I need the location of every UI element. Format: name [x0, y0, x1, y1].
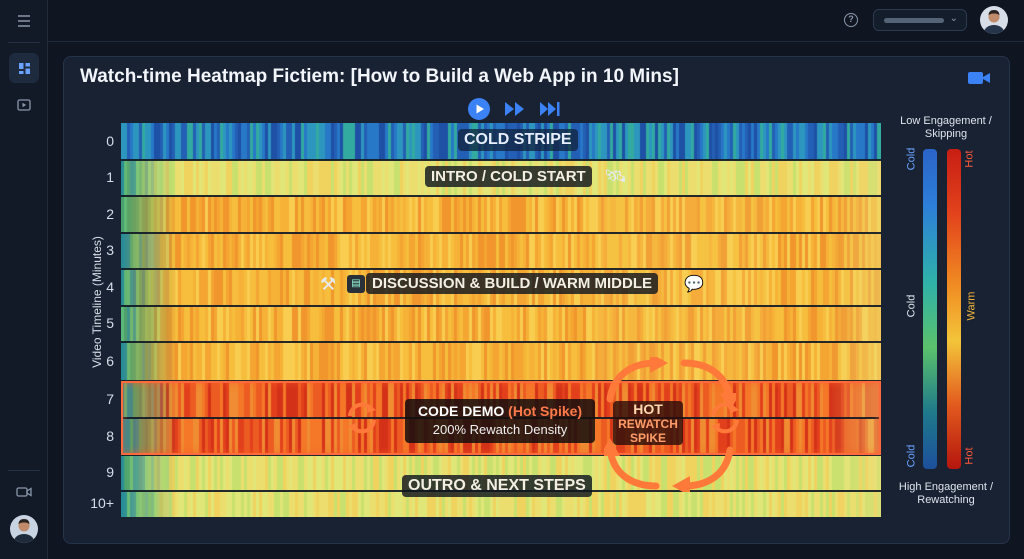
legend-cold-mid: Cold	[905, 294, 918, 318]
row-divider	[121, 305, 881, 307]
tools-icon: ⚒	[320, 274, 337, 294]
y-tick-label: 9	[106, 464, 114, 480]
row-divider	[121, 195, 881, 197]
row-divider	[121, 341, 881, 343]
legend-hot-bar	[947, 149, 961, 469]
y-tick-label: 0	[106, 132, 114, 149]
legend-hot-bottom: Hot	[963, 447, 976, 465]
avatar[interactable]	[10, 515, 38, 543]
legend-hot-top: Hot	[963, 150, 976, 168]
y-tick-label: 10+	[90, 495, 114, 511]
row-divider	[121, 454, 881, 456]
y-tick-label: 4	[106, 278, 114, 295]
help-circle-icon[interactable]: ?	[844, 13, 858, 27]
hot-spike-label: (Hot Spike)	[508, 403, 583, 419]
legend-cold-bar	[923, 149, 937, 469]
legend-cold-bottom: Cold	[905, 444, 918, 468]
satellite-icon: 🛰	[604, 166, 627, 186]
spike-label: SPIKE	[629, 431, 666, 445]
refresh-icon	[711, 402, 739, 434]
play-square-icon[interactable]	[9, 90, 39, 120]
outro-label: OUTRO & NEXT STEPS	[402, 475, 592, 497]
rail-divider	[8, 42, 40, 43]
account-select[interactable]: ⌄	[873, 9, 967, 31]
y-tick-label: 3	[106, 242, 114, 258]
rewatch-spike-callout: HOT REWATCH SPIKE	[613, 401, 683, 445]
skip-forward-icon[interactable]	[538, 99, 562, 119]
cold-stripe-label: COLD STRIPE	[458, 129, 578, 151]
play-icon[interactable]	[467, 97, 491, 121]
code-demo-label: CODE DEMO	[417, 403, 505, 419]
row-divider	[121, 268, 881, 270]
video-camera-icon[interactable]	[967, 69, 991, 87]
heatmap-cells	[121, 123, 881, 517]
y-tick-label: 2	[106, 205, 114, 222]
terminal-icon: ▤	[347, 275, 365, 293]
discussion-label: DISCUSSION & BUILD / WARM MIDDLE	[366, 273, 658, 294]
spike-rewatch-label: REWATCH	[618, 417, 678, 431]
fast-forward-icon[interactable]	[503, 99, 527, 119]
dashboard-icon[interactable]	[9, 53, 39, 83]
legend-cold-top: Cold	[905, 147, 918, 171]
legend-hot-mid: Warm	[965, 291, 978, 321]
chat-bubble-icon: 💬	[684, 276, 704, 293]
row-divider	[121, 232, 881, 234]
hot-spike-frame	[121, 381, 881, 455]
menu-icon[interactable]	[9, 6, 39, 36]
video-camera-icon[interactable]	[9, 477, 39, 507]
y-tick-label: 5	[106, 315, 114, 331]
legend-top-label: Low Engagement / Skipping	[900, 115, 992, 140]
playback-controls	[467, 97, 567, 121]
heatmap-card: Watch-time Heatmap Fictiem: [How to Buil…	[63, 56, 1010, 544]
row-divider	[121, 159, 881, 161]
top-bar: ? ⌄	[48, 0, 1024, 42]
rail-divider	[8, 470, 40, 471]
left-rail	[0, 0, 48, 559]
y-tick-label: 1	[106, 169, 114, 185]
spike-hot-label: HOT	[633, 401, 663, 417]
y-tick-label: 8	[106, 427, 114, 444]
user-avatar[interactable]	[980, 6, 1008, 34]
intro-label: INTRO / COLD START	[425, 166, 592, 187]
legend-bottom-label: High Engagement / Rewatching	[898, 481, 994, 506]
chevron-down-icon: ⌄	[949, 13, 958, 24]
y-tick-label: 6	[106, 352, 114, 369]
page-title: Watch-time Heatmap Fictiem: [How to Buil…	[80, 66, 679, 87]
rewatch-cycle-icon	[604, 357, 736, 492]
select-value-placeholder	[884, 18, 944, 23]
code-demo-callout: CODE DEMO (Hot Spike) 200% Rewatch Densi…	[405, 399, 595, 443]
refresh-icon	[348, 402, 376, 434]
y-tick-label: 7	[106, 390, 114, 407]
rewatch-density-label: 200% Rewatch Density	[432, 422, 568, 437]
